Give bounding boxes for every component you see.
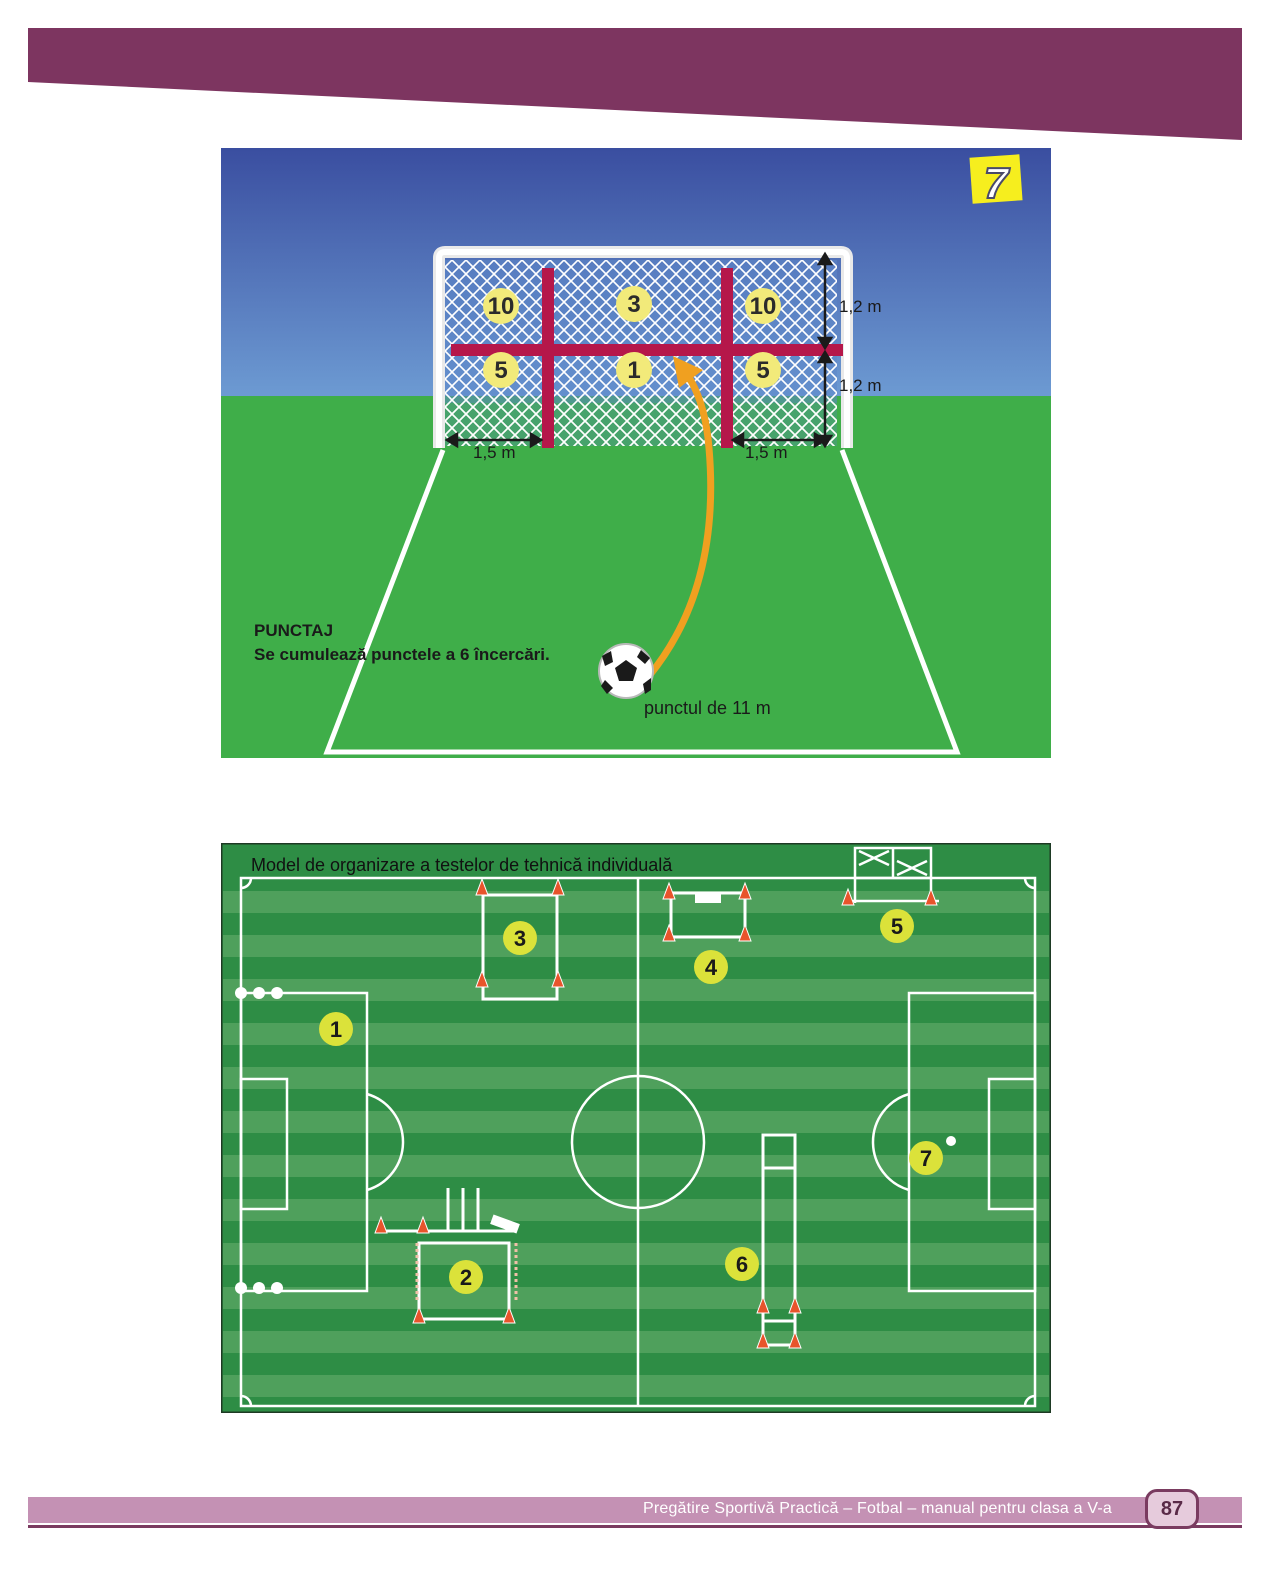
score-text: Se cumulează punctele a 6 încercări. (254, 645, 550, 664)
svg-text:7: 7 (920, 1146, 932, 1171)
station-marker-5: 5 (880, 909, 914, 943)
zone-badge-bottom-left: 5 (483, 352, 519, 388)
grass (221, 396, 1051, 758)
svg-text:4: 4 (705, 955, 718, 980)
zone-badge-top-center: 3 (616, 286, 652, 322)
penalty-area-lines (323, 449, 961, 755)
target-left-bar (542, 268, 554, 448)
trajectory-arrowhead (673, 356, 703, 388)
svg-text:5: 5 (891, 914, 903, 939)
station-marker-1: 1 (319, 1012, 353, 1046)
training-cones (374, 877, 938, 1349)
penalty-spot-label: punctul de 11 m (644, 698, 771, 718)
goal-target-figure: 10 3 10 5 1 5 1,2 m 1,2 m 1,5 m 1,5 m pu… (221, 148, 1051, 758)
station-marker-2: 2 (449, 1260, 483, 1294)
dim-upper-label: 1,2 m (839, 297, 882, 316)
pitch-layout-figure: Model de organizare a testelor de tehnic… (219, 841, 1053, 1415)
dim-lower-label: 1,2 m (839, 376, 882, 395)
dimension-arrows (444, 251, 834, 449)
pitch-stripes (223, 891, 1049, 1397)
pitch-lines (239, 876, 1037, 1408)
svg-text:1: 1 (627, 357, 640, 384)
target-right-bar (721, 268, 733, 448)
test-number-badge: 7 (969, 154, 1023, 209)
pitch-caption: Model de organizare a testelor de tehnic… (251, 855, 673, 875)
zone-badge-bottom-right: 5 (745, 352, 781, 388)
svg-text:10: 10 (750, 293, 777, 320)
ball-icon (598, 643, 654, 699)
dim-right-label: 1,5 m (745, 443, 788, 462)
svg-text:6: 6 (736, 1252, 748, 1277)
zone-badge-bottom-center: 1 (616, 352, 652, 388)
zone-badge-top-left: 10 (483, 288, 519, 324)
station-marker-6: 6 (725, 1247, 759, 1281)
svg-text:7: 7 (984, 159, 1011, 208)
station-marker-4: 4 (694, 950, 728, 984)
header-band (28, 28, 1242, 140)
station-marker-7: 7 (909, 1141, 943, 1175)
svg-text:1: 1 (330, 1017, 342, 1042)
svg-text:2: 2 (460, 1265, 472, 1290)
shot-trajectory (646, 367, 715, 679)
svg-text:3: 3 (514, 926, 526, 951)
dim-left-label: 1,5 m (473, 443, 516, 462)
svg-text:5: 5 (494, 357, 507, 384)
zone-badge-top-right: 10 (745, 288, 781, 324)
svg-text:10: 10 (488, 293, 515, 320)
footer-title: Pregătire Sportivă Practică – Fotbal – m… (642, 1500, 1112, 1517)
cone-rows (415, 1243, 518, 1303)
station-marker-3: 3 (503, 921, 537, 955)
svg-text:5: 5 (756, 357, 769, 384)
svg-text:3: 3 (627, 291, 640, 318)
footer-bar (28, 1497, 1242, 1523)
ball-rows (235, 987, 956, 1294)
score-title: PUNCTAJ (254, 621, 333, 640)
target-horizontal-bar (451, 344, 843, 356)
footer-line (28, 1525, 1242, 1528)
page-number: 87 (1145, 1489, 1199, 1529)
